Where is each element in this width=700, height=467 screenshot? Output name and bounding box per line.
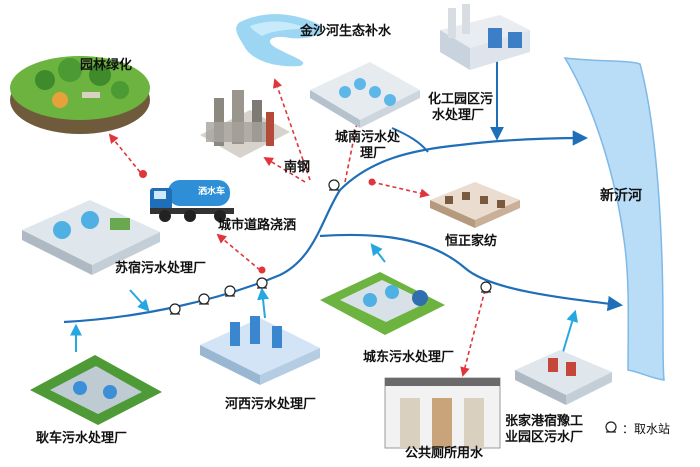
garden-image [10, 56, 150, 134]
label-xinyi-river: 新沂河 [600, 188, 642, 204]
main-pipeline [63, 130, 589, 324]
label-nangang: 南钢 [284, 160, 311, 175]
hengzheng-factory-image [430, 182, 520, 228]
intake-station-legend-icon [605, 421, 617, 433]
xinyi-river [563, 57, 665, 381]
chengdong-plant-image [320, 272, 445, 335]
label-chengshi: 城市道路浇洒 [218, 218, 297, 233]
label-zhangjia-1: 张家港宿豫工 [505, 414, 584, 429]
chengnan-branch [391, 127, 429, 153]
branch-pipeline [319, 233, 624, 312]
label-huagong-2: 水处理厂 [432, 108, 485, 123]
jinsha-water-image [236, 14, 323, 67]
chengnan-plant-image [310, 62, 420, 128]
plant-connectors [70, 243, 578, 353]
public-toilet-image [384, 377, 501, 449]
nangang-plant-image [200, 90, 290, 158]
sprinkler-truck-image [150, 180, 234, 222]
label-yuanlin: 园林绿化 [80, 58, 133, 73]
truck-text: 洒水车 [198, 185, 225, 197]
zhangjia-plant-image [515, 350, 612, 405]
label-susu: 苏宿污水处理厂 [115, 261, 207, 276]
label-chengnan-1: 城南污水处 [335, 130, 401, 145]
label-huagong-1: 化工园区污 [428, 92, 494, 107]
susu-plant-image [22, 200, 160, 275]
label-jinsha: 金沙河生态补水 [300, 24, 392, 39]
chemical-plant-image [440, 4, 530, 70]
label-gengche: 耿车污水处理厂 [36, 431, 128, 446]
intake-stations [169, 179, 492, 315]
label-hexi: 河西污水处理厂 [225, 397, 317, 412]
label-gongce: 公共厕所用水 [405, 446, 484, 461]
hexi-plant-image [200, 316, 320, 385]
label-hengzheng: 恒正家纺 [445, 234, 498, 249]
label-chengdong: 城东污水处理厂 [363, 350, 455, 365]
legend-label: ：取水站 [622, 422, 671, 436]
gengche-plant-image [30, 355, 162, 425]
reuse-lines [108, 78, 486, 377]
label-chengnan-2: 理厂 [360, 146, 387, 161]
label-zhangjia-2: 业园区污水厂 [505, 430, 584, 445]
